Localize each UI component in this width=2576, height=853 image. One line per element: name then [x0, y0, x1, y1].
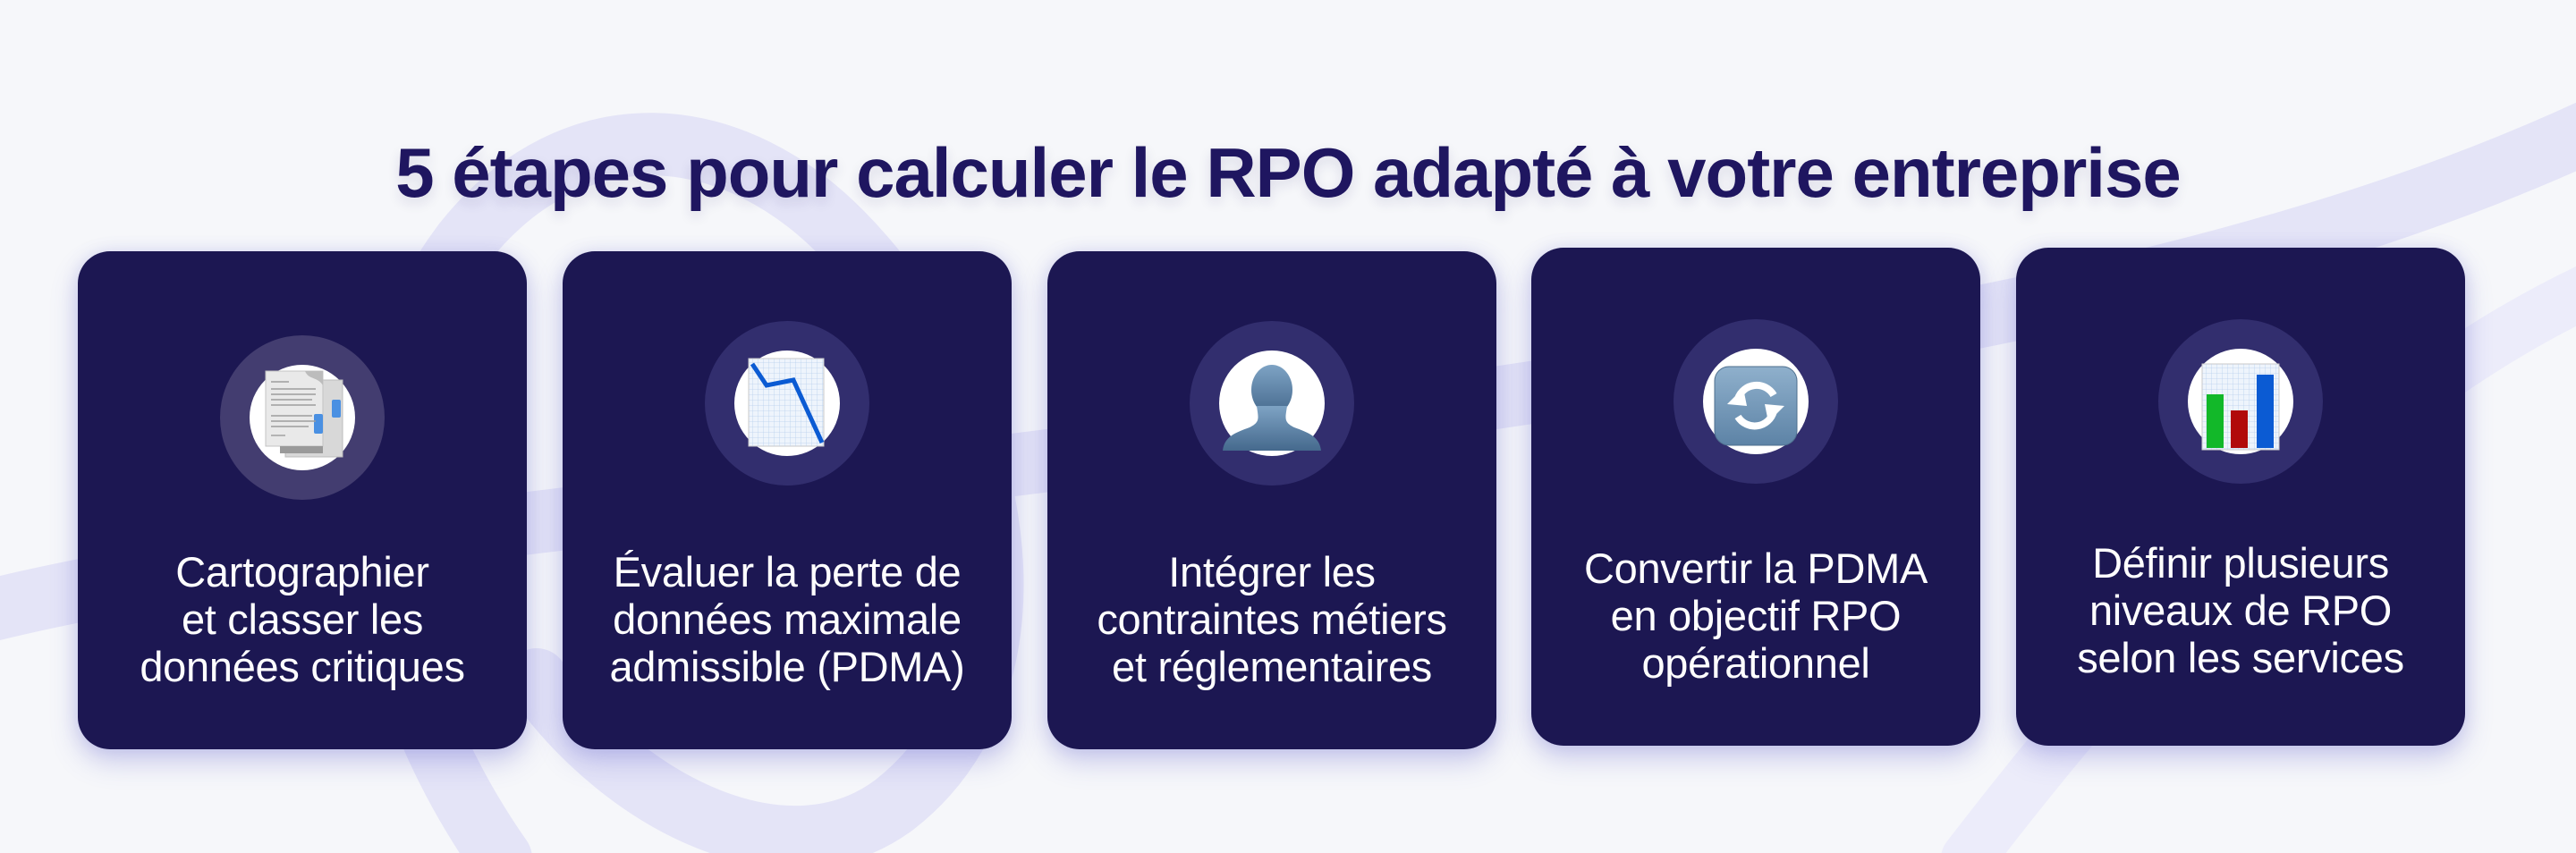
page-title: 5 étapes pour calculer le RPO adapté à v…: [0, 132, 2576, 213]
step-card-4: Convertir la PDMA en objectif RPO opérat…: [1531, 248, 1980, 746]
step-label-line: données critiques: [140, 643, 465, 690]
declining-line-chart-icon: [748, 358, 825, 447]
icon-badge: [1190, 321, 1354, 486]
step-label-line: Définir plusieurs: [2092, 539, 2389, 587]
icon-badge: [705, 321, 869, 486]
icon-badge: [1674, 319, 1838, 484]
step-label-line: Évaluer la perte de: [613, 548, 962, 595]
sync-arrows-icon: [1714, 366, 1798, 446]
step-label-line: Intégrer les: [1168, 548, 1376, 595]
step-label-line: opérationnel: [1641, 639, 1870, 687]
step-label-line: données maximale: [613, 595, 962, 643]
user-silhouette-icon: [1223, 365, 1321, 451]
step-label-line: admissible (PDMA): [609, 643, 965, 690]
step-label: Convertir la PDMA en objectif RPO opérat…: [1540, 545, 1971, 687]
step-label: Intégrer les contraintes métiers et régl…: [1056, 548, 1487, 690]
step-label-line: Cartographier: [175, 548, 429, 595]
step-card-1: Cartographier et classer les données cri…: [78, 251, 527, 749]
step-label: Définir plusieurs niveaux de RPO selon l…: [2025, 539, 2456, 681]
step-label-line: et classer les: [181, 595, 424, 643]
bar-chart-icon: [2201, 363, 2280, 451]
step-label: Cartographier et classer les données cri…: [87, 548, 518, 690]
step-card-3: Intégrer les contraintes métiers et régl…: [1047, 251, 1496, 749]
step-card-2: Évaluer la perte de données maximale adm…: [563, 251, 1012, 749]
step-card-5: Définir plusieurs niveaux de RPO selon l…: [2016, 248, 2465, 746]
icon-badge: [220, 335, 385, 500]
documents-icon: [265, 370, 343, 458]
page-title-rest: pour calculer le RPO adapté à votre entr…: [667, 133, 2182, 213]
step-label-line: niveaux de RPO: [2089, 587, 2393, 634]
step-label-line: Convertir la PDMA: [1583, 545, 1928, 592]
step-label-line: en objectif RPO: [1610, 592, 1902, 639]
page-title-emphasis: 5 étapes: [395, 133, 668, 213]
step-label-line: contraintes métiers: [1097, 595, 1447, 643]
step-label-line: et réglementaires: [1111, 643, 1433, 690]
step-label-line: selon les services: [2077, 634, 2404, 681]
step-label: Évaluer la perte de données maximale adm…: [572, 548, 1003, 690]
icon-badge: [2158, 319, 2323, 484]
